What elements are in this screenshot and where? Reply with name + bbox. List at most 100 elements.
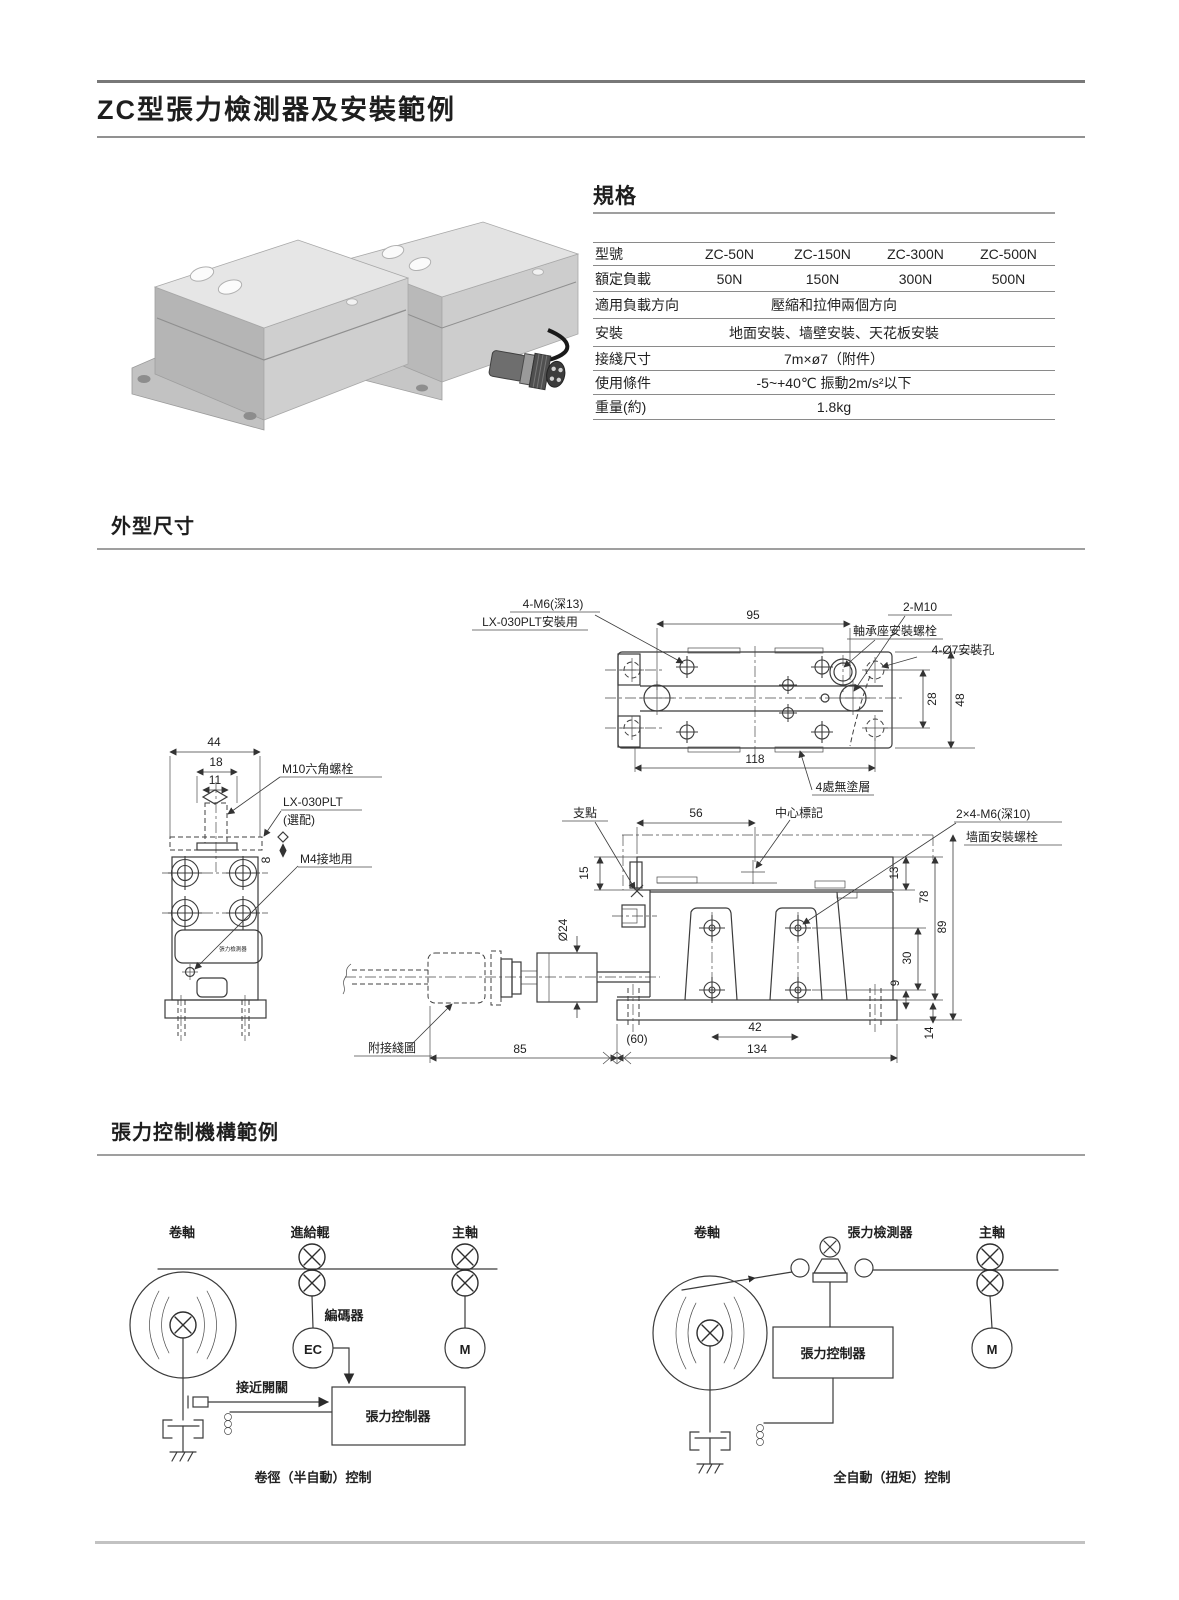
dim-8: 8 bbox=[259, 856, 273, 863]
caption-left: 卷徑（半自動）控制 bbox=[254, 1470, 371, 1485]
body-nameplate: 張力檢測器 bbox=[219, 945, 247, 953]
dim-15: 15 bbox=[577, 866, 591, 880]
label-feed-roller: 進給輥 bbox=[290, 1225, 329, 1240]
dim-30: 30 bbox=[902, 952, 914, 965]
load-cell-front-block bbox=[131, 239, 410, 431]
table-row: 重量(約) 1.8kg bbox=[593, 395, 1055, 420]
dim-85: 85 bbox=[513, 1042, 527, 1056]
connector-cable bbox=[488, 328, 570, 391]
spec-row-label: 型號 bbox=[595, 246, 623, 262]
product-photo bbox=[131, 221, 580, 431]
label-controller: 張力控制器 bbox=[365, 1409, 431, 1424]
mechanism-heading-rule bbox=[97, 1154, 1085, 1156]
label-prox-switch: 接近開關 bbox=[236, 1380, 288, 1395]
spec-cell: 壓縮和拉伸兩個方向 bbox=[771, 297, 897, 313]
center-note: 中心標記 bbox=[775, 805, 823, 820]
header-rule-bottom bbox=[97, 136, 1085, 138]
plate-note: LX-030PLT bbox=[283, 795, 343, 809]
dim-44: 44 bbox=[207, 735, 221, 749]
footer-rule bbox=[95, 1541, 1085, 1544]
dim-56: 56 bbox=[689, 806, 703, 820]
spec-cell: -5~+40℃ 振動2m/s²以下 bbox=[756, 374, 912, 391]
nocoat-note: 4處無塗層 bbox=[816, 779, 871, 794]
table-row: 接綫尺寸 7m×ø7（附件） bbox=[593, 347, 1055, 371]
label-main-shaft: 主軸 bbox=[979, 1225, 1005, 1240]
dim-134: 134 bbox=[747, 1042, 767, 1056]
spec-cell: 500N bbox=[991, 270, 1026, 287]
fulcrum-note: 支點 bbox=[573, 806, 597, 820]
spec-row-label: 適用負載方向 bbox=[595, 297, 679, 313]
label-motor: M bbox=[987, 1342, 998, 1357]
dim-95: 95 bbox=[746, 608, 760, 622]
spec-row-label: 額定負載 bbox=[595, 270, 651, 287]
spec-row-label: 安裝 bbox=[595, 324, 623, 341]
spec-table: 型號 ZC-50N ZC-150N ZC-300N ZC-500N 額定負載 5… bbox=[593, 242, 1055, 420]
label-main-shaft: 主軸 bbox=[452, 1225, 478, 1240]
mech-right-diagram: 卷軸 張力檢測器 主軸 M 張力控制器 bbox=[652, 1225, 1059, 1485]
dim-78: 78 bbox=[919, 891, 931, 904]
spec-cell: 150N bbox=[805, 270, 840, 287]
specs-heading-rule bbox=[593, 212, 1055, 214]
plate-note2: (選配) bbox=[283, 813, 315, 827]
table-row: 適用負載方向 壓縮和拉伸兩個方向 bbox=[593, 292, 1055, 319]
top-view-drawing: 95 118 28 48 4-M6(深13) LX-030PLT安裝用 2-M1… bbox=[472, 597, 995, 796]
spec-cell: 1.8kg bbox=[816, 399, 852, 415]
m6-note: 4-M6(深13) bbox=[523, 597, 584, 611]
outline-heading-rule bbox=[97, 548, 1085, 550]
dim-89: 89 bbox=[937, 921, 949, 934]
label-encoder-symbol: EC bbox=[304, 1342, 323, 1357]
dim-28: 28 bbox=[925, 692, 939, 706]
mech-left-diagram: 卷軸 進給輥 主軸 接近開關 EC 編碼器 bbox=[129, 1225, 498, 1485]
label-detector: 張力檢測器 bbox=[847, 1225, 913, 1240]
wall-note: 2×4-M6(深10) bbox=[956, 807, 1030, 821]
header-rule-top bbox=[97, 80, 1085, 83]
dim-phi24: Ø24 bbox=[556, 918, 570, 941]
dim-13: 13 bbox=[889, 867, 901, 880]
dimension-drawing: 95 118 28 48 4-M6(深13) LX-030PLT安裝用 2-M1… bbox=[162, 597, 1062, 1065]
label-reel: 卷軸 bbox=[694, 1225, 720, 1240]
m10-note: 2-M10 bbox=[903, 600, 937, 614]
label-encoder: 編碼器 bbox=[324, 1308, 364, 1323]
front-view-drawing: 44 18 11 張力檢測器 bbox=[162, 735, 382, 1041]
spec-cell: 地面安裝、墙壁安裝、天花板安裝 bbox=[729, 324, 939, 341]
spec-row-label: 重量(約) bbox=[595, 399, 647, 415]
spec-row-label: 接綫尺寸 bbox=[595, 350, 651, 367]
outline-heading: 外型尺寸 bbox=[111, 516, 195, 538]
spec-cell: 7m×ø7（附件） bbox=[784, 350, 884, 367]
wall-note2: 墙面安裝螺栓 bbox=[966, 829, 1038, 844]
spec-cell: ZC-50N bbox=[704, 246, 754, 262]
mechanism-diagrams: 卷軸 進給輥 主軸 接近開關 EC 編碼器 bbox=[129, 1225, 1059, 1485]
dim-14: 14 bbox=[924, 1026, 936, 1039]
dim-11: 11 bbox=[209, 773, 222, 787]
ground-note: M4接地用 bbox=[300, 851, 353, 866]
mechanism-heading: 張力控制機構範例 bbox=[111, 1122, 279, 1144]
label-reel: 卷軸 bbox=[169, 1225, 195, 1240]
label-controller: 張力控制器 bbox=[800, 1346, 866, 1361]
bolt-note: M10六角螺栓 bbox=[282, 761, 353, 776]
m6-note2: LX-030PLT安裝用 bbox=[482, 614, 578, 629]
spec-cell: 300N bbox=[898, 270, 933, 287]
m10-note2: 軸承座安裝螺栓 bbox=[853, 623, 937, 638]
dim-18: 18 bbox=[209, 755, 223, 769]
table-row: 使用條件 -5~+40℃ 振動2m/s²以下 bbox=[593, 371, 1055, 395]
dim-9: 9 bbox=[890, 980, 902, 986]
wiring-note: 附接綫圖 bbox=[368, 1040, 416, 1055]
spec-cell: ZC-300N bbox=[887, 246, 944, 262]
page-title: ZC型張力檢測器及安裝範例 bbox=[97, 95, 456, 125]
spec-row-label: 使用條件 bbox=[595, 374, 651, 391]
dim-60: (60) bbox=[626, 1032, 647, 1046]
dim-42: 42 bbox=[748, 1020, 762, 1034]
dim-48: 48 bbox=[953, 693, 967, 707]
table-row: 安裝 地面安裝、墙壁安裝、天花板安裝 bbox=[593, 319, 1055, 347]
specs-heading: 規格 bbox=[593, 185, 637, 208]
table-row: 型號 ZC-50N ZC-150N ZC-300N ZC-500N bbox=[593, 243, 1055, 266]
spec-cell: 50N bbox=[716, 270, 743, 287]
spec-cell: ZC-150N bbox=[794, 246, 851, 262]
phi7-note: 4-Ø7安裝孔 bbox=[932, 642, 995, 657]
spec-cell: ZC-500N bbox=[980, 246, 1037, 262]
caption-right: 全自動（扭矩）控制 bbox=[832, 1470, 950, 1485]
table-row: 額定負載 50N 150N 300N 500N bbox=[593, 266, 1055, 292]
dim-118: 118 bbox=[745, 752, 764, 766]
side-view-drawing: 支點 56 中心標記 15 Ø24 2×4-M6(深10) 墙面安裝螺栓 13 bbox=[342, 805, 1062, 1065]
